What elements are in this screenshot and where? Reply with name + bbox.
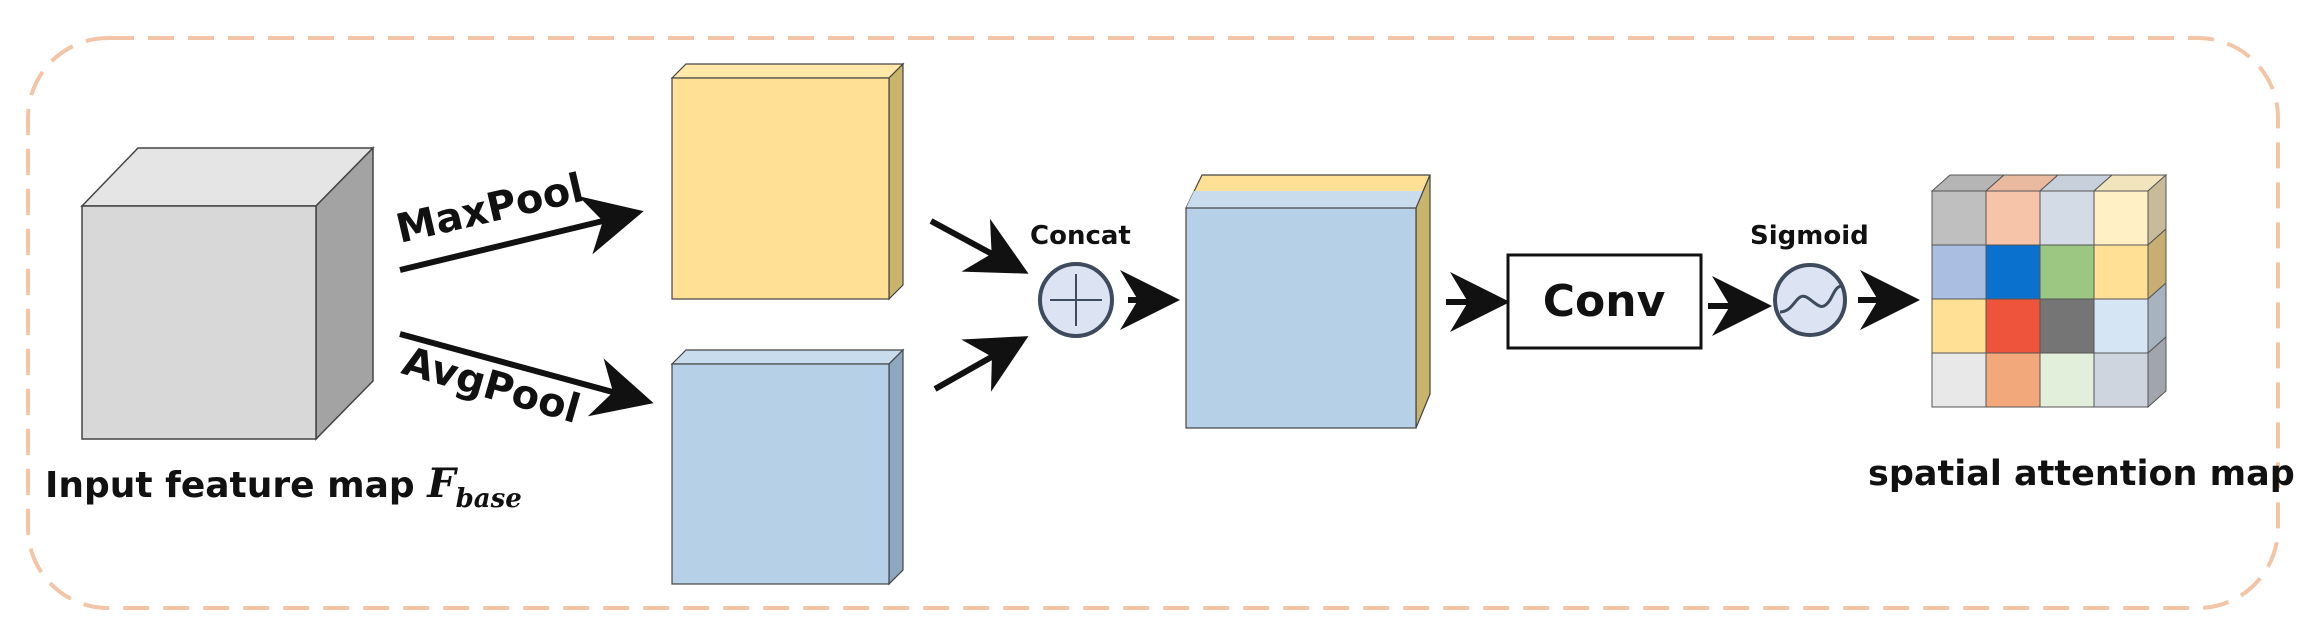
grid-cell <box>1985 298 2041 354</box>
grid-cell <box>1985 244 2041 300</box>
conv-box <box>1506 253 1703 350</box>
grid-cell <box>1931 352 1987 408</box>
conv-label: Conv <box>1543 276 1666 327</box>
concat-label: Concat <box>1030 221 1131 251</box>
grid-cell <box>1931 244 1987 300</box>
output-label: spatial attention map <box>1868 454 2295 494</box>
arrow-maxpool-to-concat <box>929 218 1029 274</box>
avgpool-feature-slab <box>670 348 905 586</box>
grid-cell <box>1985 190 2041 246</box>
maxpool-arrow <box>399 196 644 273</box>
avgpool-arrow <box>399 331 654 417</box>
arrow-avgpool-to-concat <box>933 336 1029 392</box>
grid-cell <box>2093 190 2149 246</box>
input-feature-cube <box>80 146 375 441</box>
maxpool-label: MaxPool <box>392 165 588 253</box>
grid-cell <box>1985 352 2041 408</box>
sigmoid-icon <box>1773 263 1847 337</box>
input-cube-front <box>81 205 317 440</box>
grid-cell <box>1931 190 1987 246</box>
sigmoid-label: Sigmoid <box>1750 221 1869 251</box>
maxpool-feature-slab <box>670 62 905 301</box>
grid-cell <box>2039 244 2095 300</box>
grid-cell <box>2093 298 2149 354</box>
grid-cell <box>2039 298 2095 354</box>
avgpool-label: AvgPool <box>397 338 585 432</box>
concat-feature-slab <box>1185 174 1431 429</box>
grid-cell <box>2093 352 2149 408</box>
dashed-frame <box>26 36 2280 610</box>
spatial-attention-grid <box>1930 173 2168 409</box>
grid-cell <box>2039 352 2095 408</box>
input-label: Input feature map Fbase <box>45 460 522 514</box>
concat-plus-icon <box>1038 262 1114 338</box>
grid-cell <box>1931 298 1987 354</box>
grid-cell <box>2093 244 2149 300</box>
grid-cell <box>2039 190 2095 246</box>
